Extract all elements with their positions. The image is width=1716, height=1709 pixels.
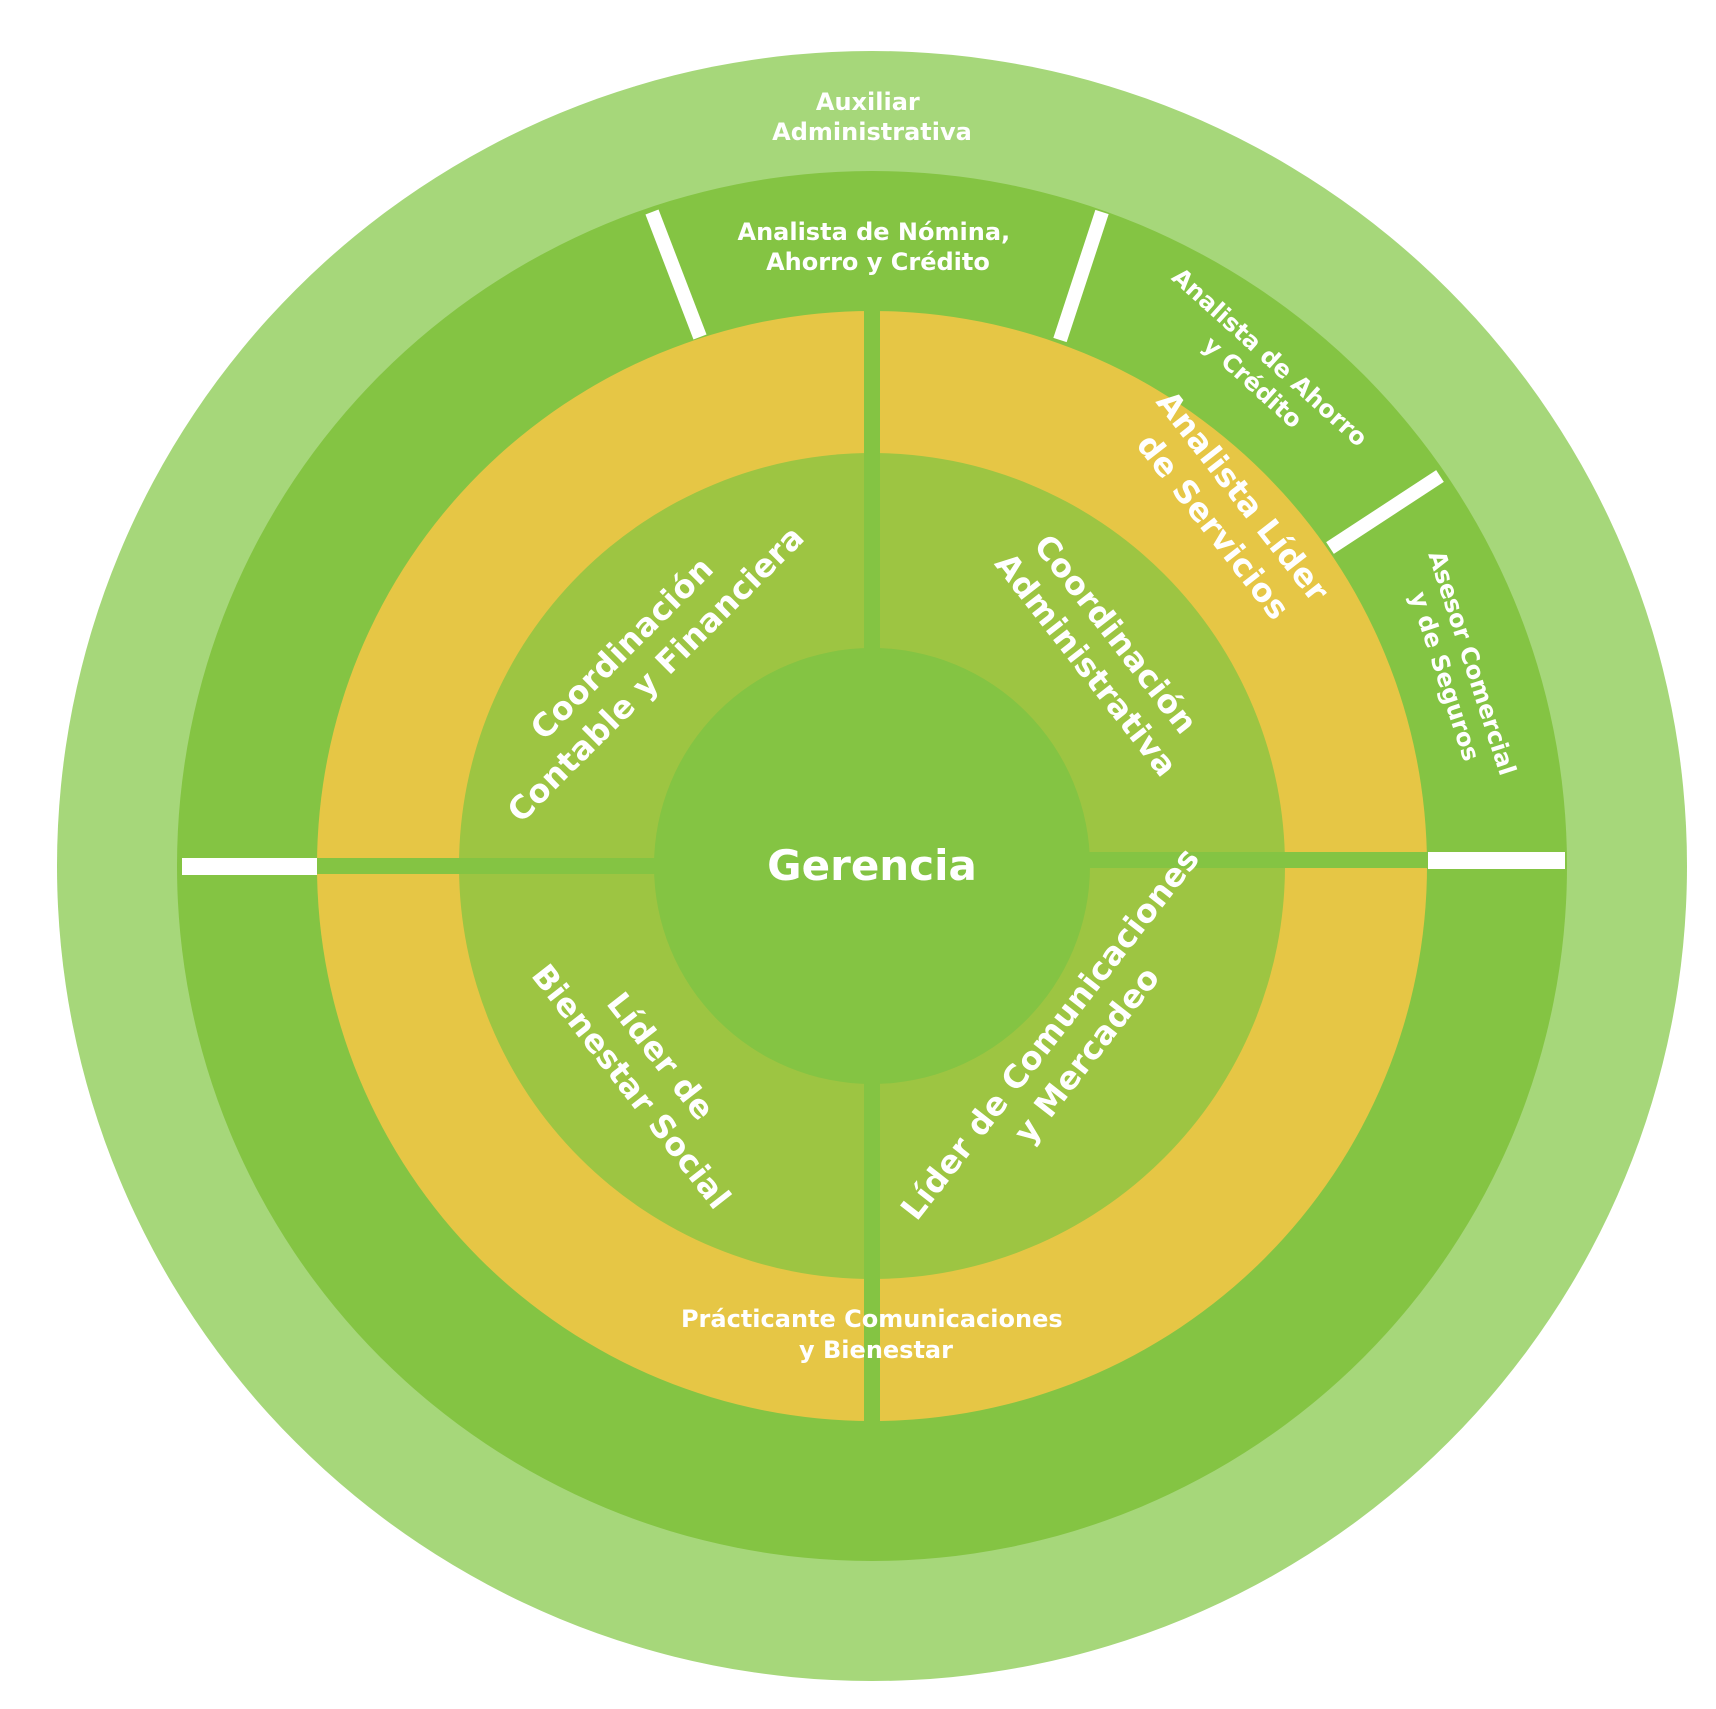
- separator-right-upper: [1326, 470, 1444, 554]
- center-circle: [654, 648, 1090, 1084]
- outer-top-line-2: Administrativa: [772, 118, 972, 146]
- divider-horizontal-right: [1086, 852, 1429, 868]
- divider-horizontal-left: [315, 858, 658, 874]
- yellow-bottom-line-1: Prácticante Comunicaciones: [681, 1305, 1063, 1333]
- middle-top-line-1: Analista de Nómina,: [738, 218, 1011, 246]
- middle-top-label: Analista de Nómina, Ahorro y Crédito: [738, 218, 1019, 276]
- separator-top-left: [645, 209, 707, 340]
- divider-vertical-bottom: [864, 1082, 880, 1422]
- separator-left: [182, 858, 317, 875]
- separator-top-right: [1053, 209, 1109, 343]
- yellow-bottom-label: Prácticante Comunicaciones y Bienestar: [681, 1305, 1071, 1364]
- middle-top-line-2: Ahorro y Crédito: [766, 248, 990, 276]
- outer-top-label: Auxiliar Administrativa: [772, 88, 972, 146]
- separator-right: [1428, 852, 1565, 869]
- center-label: Gerencia: [767, 841, 977, 890]
- yellow-bottom-line-2: y Bienestar: [799, 1336, 953, 1364]
- outer-top-line-1: Auxiliar: [816, 88, 920, 116]
- divider-vertical-top: [864, 310, 880, 650]
